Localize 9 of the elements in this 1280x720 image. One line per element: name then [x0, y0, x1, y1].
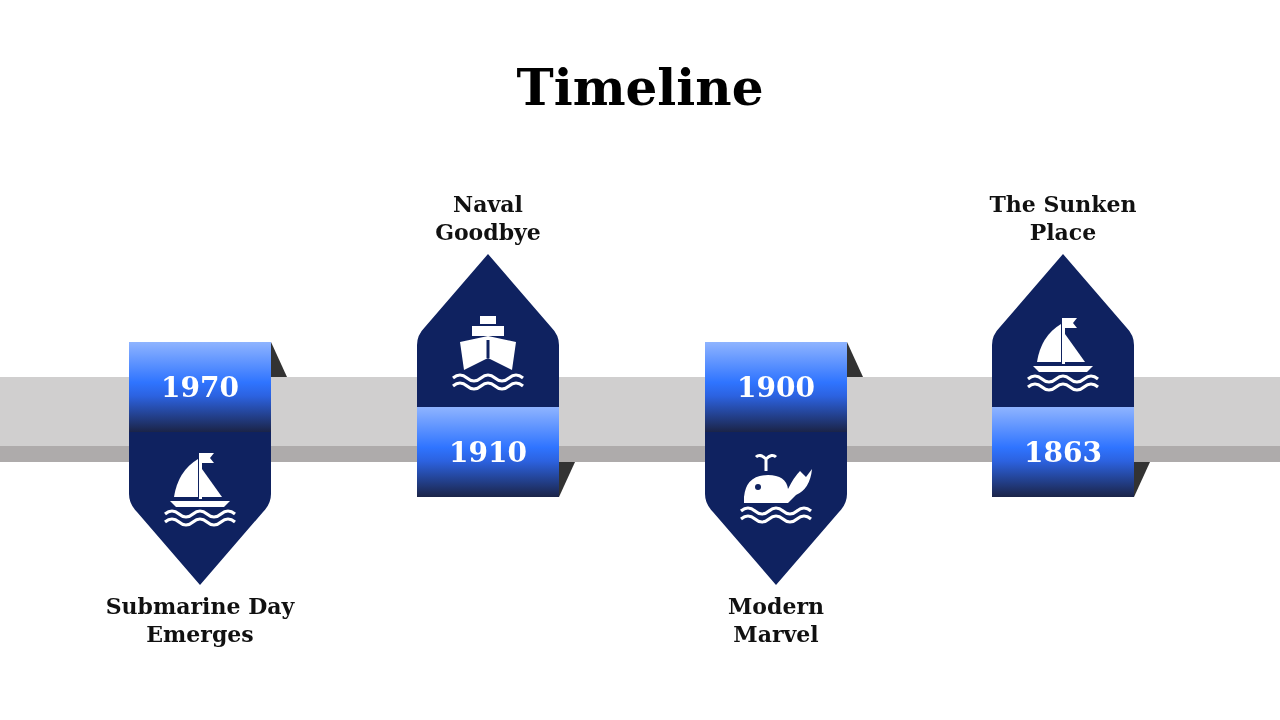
milestone-title: Naval Goodbye — [434, 190, 542, 246]
year-tab: 1900 — [705, 342, 847, 432]
year-tab: 1970 — [129, 342, 271, 432]
title: Timeline — [515, 58, 765, 117]
milestone-title: Submarine Day Emerges — [104, 592, 296, 648]
milestone-title: The Sunken Place — [988, 190, 1138, 246]
year-tab: 1863 — [992, 407, 1134, 497]
year-tab: 1910 — [417, 407, 559, 497]
milestone-title: Modern Marvel — [727, 592, 825, 648]
